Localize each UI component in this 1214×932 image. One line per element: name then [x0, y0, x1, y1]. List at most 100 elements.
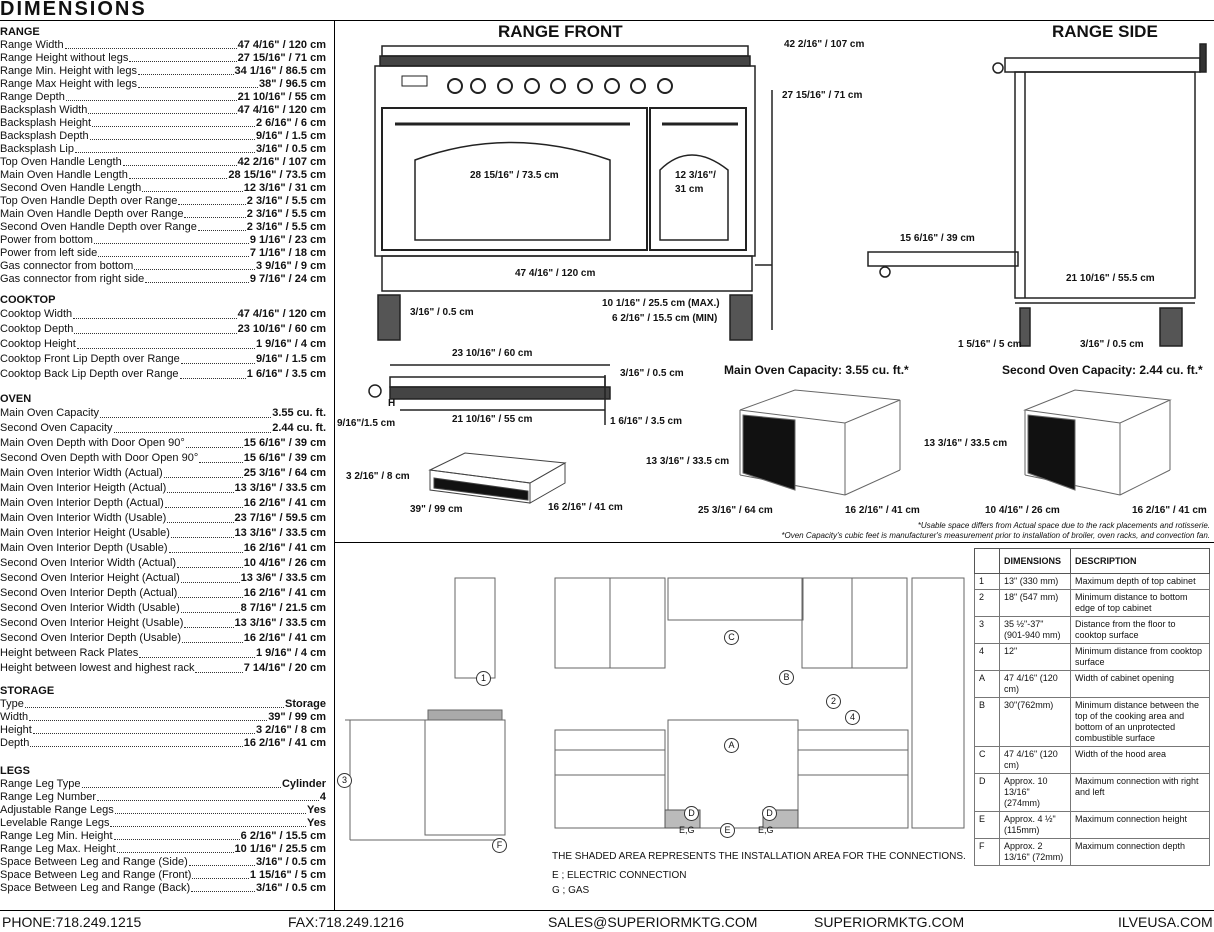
leader-dots: [92, 126, 255, 127]
leader-dots: [73, 318, 237, 319]
leader-dots: [191, 891, 255, 892]
leader-dots: [167, 492, 234, 493]
table-cell-k: 3: [974, 616, 1000, 644]
spec-row: Second Oven Interior Width (Actual)10 4/…: [0, 556, 326, 571]
second-oven-box: [1023, 389, 1172, 496]
leader-dots: [145, 282, 249, 283]
main-oven-box: [739, 389, 901, 496]
spec-label: Height between lowest and highest rack: [0, 662, 195, 674]
spec-label: Cooktop Depth: [0, 323, 74, 335]
spec-value: 2.44 cu. ft.: [272, 422, 326, 434]
dim-second-width: 10 4/16" / 26 cm: [985, 505, 1060, 516]
dim-side-depth: 21 10/16" / 55.5 cm: [1066, 273, 1155, 284]
table-cell-desc: Maximum connection height: [1070, 811, 1210, 839]
spec-label: Space Between Leg and Range (Front): [0, 869, 192, 881]
footer-ilve-website[interactable]: ILVEUSA.COM: [1118, 914, 1213, 930]
spec-label: Range Leg Min. Height: [0, 830, 113, 842]
dim-range-depth: 21 10/16" / 55 cm: [452, 414, 533, 425]
install-label-2: 2: [826, 694, 841, 709]
spec-value: 2 3/16" / 5.5 cm: [246, 195, 326, 207]
footer-website[interactable]: SUPERIORMKTG.COM: [814, 914, 965, 930]
leader-dots: [76, 348, 255, 349]
leader-dots: [177, 567, 243, 568]
spec-value: 1 9/16" / 4 cm: [255, 647, 326, 659]
spec-label: Cooktop Back Lip Depth over Range: [0, 368, 179, 380]
table-cell-desc: Maximum connection with right and left: [1070, 773, 1210, 812]
spec-label: Range Height without legs: [0, 52, 129, 64]
spec-row: Space Between Leg and Range (Side)3/16" …: [0, 856, 326, 869]
leader-dots: [74, 333, 237, 334]
footer-email[interactable]: SALES@SUPERIORMKTG.COM: [548, 914, 758, 930]
dim-second-handle-cm: 31 cm: [675, 184, 704, 195]
install-label-1: 1: [476, 671, 491, 686]
spec-value: Yes: [307, 817, 326, 829]
table-cell-d: Approx. 10 13/16" (274mm): [999, 773, 1071, 812]
storage-drawer-drawing: [428, 452, 567, 504]
spec-value: 7 14/16" / 20 cm: [243, 662, 326, 674]
spec-value: 16 2/16" / 41 cm: [243, 737, 326, 749]
spec-label: Main Oven Capacity: [0, 407, 100, 419]
leader-dots: [29, 720, 268, 721]
section-heading: COOKTOP: [0, 294, 56, 306]
spec-value: 7 1/16" / 18 cm: [249, 247, 326, 259]
spec-value: 2 6/16" / 6 cm: [255, 117, 326, 129]
spec-label: Main Oven Interior Depth (Actual): [0, 497, 164, 509]
spec-label: Top Oven Handle Length: [0, 156, 122, 168]
table-cell-k: 2: [974, 589, 1000, 617]
dim-storage-height: 3 2/16" / 8 cm: [346, 471, 410, 482]
install-label-d-left: D: [684, 806, 699, 821]
spec-label: Power from bottom: [0, 234, 93, 246]
table-cell-k: E: [974, 811, 1000, 839]
table-cell-desc: Minimum distance to bottom edge of top c…: [1070, 589, 1210, 617]
spec-value: 23 10/16" / 60 cm: [237, 323, 326, 335]
spec-row: Second Oven Interior Height (Usable)13 3…: [0, 616, 326, 631]
spec-label: Main Oven Interior Width (Usable): [0, 512, 167, 524]
section-heading: OVEN: [0, 393, 32, 405]
spec-value: 2 3/16" / 5.5 cm: [246, 208, 326, 220]
table-cell-desc: Distance from the floor to cooktop surfa…: [1070, 616, 1210, 644]
table-cell-d: 35 ½"-37" (901-940 mm): [999, 616, 1071, 644]
spec-label: Cooktop Height: [0, 338, 76, 350]
leader-dots: [163, 477, 243, 478]
dim-door-open: 15 6/16" / 39 cm: [900, 233, 975, 244]
spec-value: 28 15/16" / 73.5 cm: [228, 169, 326, 181]
table-cell-k: B: [974, 697, 1000, 747]
table-cell-k: C: [974, 746, 1000, 774]
spec-label: Height between Rack Plates: [0, 647, 139, 659]
table-cell-desc: Width of cabinet opening: [1070, 670, 1210, 698]
dim-range-height: 27 15/16" / 71 cm: [782, 90, 863, 101]
install-label-d-right: D: [762, 806, 777, 821]
table-cell-desc: Minimum distance between the top of the …: [1070, 697, 1210, 747]
spec-label: Range Leg Max. Height: [0, 843, 116, 855]
spec-row: Cooktop Depth 23 10/16" / 60 cm: [0, 322, 326, 337]
leader-dots: [164, 507, 243, 508]
section-heading: RANGE: [0, 26, 40, 38]
leader-dots: [93, 243, 249, 244]
range-side-title: RANGE SIDE: [1052, 22, 1158, 41]
leader-dots: [181, 642, 243, 643]
leader-dots: [178, 597, 243, 598]
spec-label: Height: [0, 724, 32, 736]
spec-row: Main Oven Depth with Door Open 90°15 6/1…: [0, 436, 326, 451]
install-label-4: 4: [845, 710, 860, 725]
